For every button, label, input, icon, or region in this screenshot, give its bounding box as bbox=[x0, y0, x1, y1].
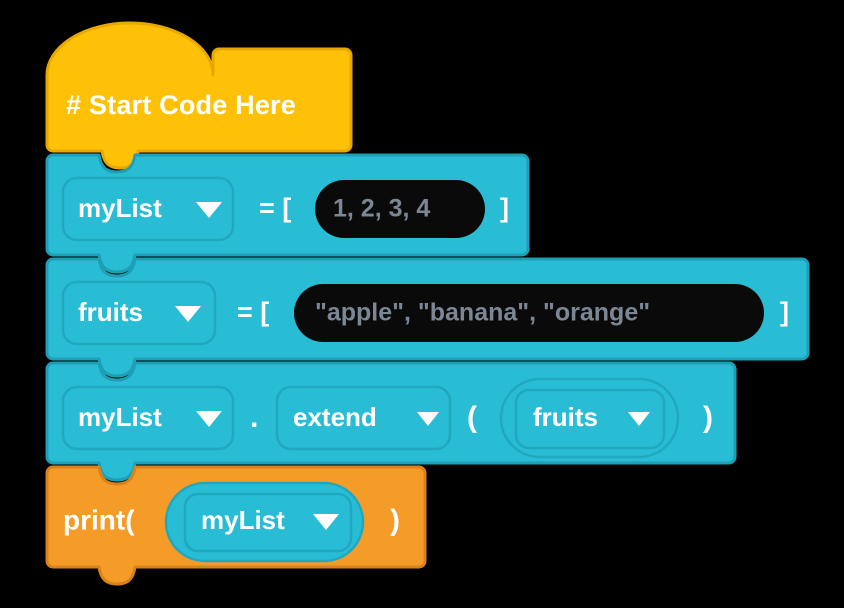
chevron-down-icon[interactable] bbox=[196, 411, 222, 427]
chevron-down-icon[interactable] bbox=[628, 412, 650, 426]
print-close-paren: ) bbox=[390, 504, 400, 537]
dropdown-value: extend bbox=[293, 402, 377, 432]
dropdown-value: myList bbox=[78, 193, 162, 223]
call-close-paren: ) bbox=[703, 401, 713, 434]
method-call-block[interactable]: myList . extend ( fruits ) bbox=[45, 361, 737, 482]
member-access-dot: . bbox=[250, 401, 258, 434]
dropdown-field-bg[interactable] bbox=[61, 385, 235, 451]
dropdown-field-bg[interactable] bbox=[61, 280, 217, 346]
assign-list-block-mylist[interactable]: myList = [ 1, 2, 3, 4 ] bbox=[45, 153, 530, 274]
reporter-dropdown-field-bg[interactable] bbox=[183, 492, 353, 553]
chevron-down-icon[interactable] bbox=[417, 412, 439, 426]
comment-hat-block[interactable]: # Start Code Here bbox=[45, 21, 353, 170]
dropdown-value: fruits bbox=[78, 297, 143, 327]
argument-reporter-fruits[interactable]: fruits bbox=[499, 377, 680, 459]
assign-list-block-fruits[interactable]: fruits = [ "apple", "banana", "orange" ] bbox=[45, 257, 810, 378]
chevron-down-icon[interactable] bbox=[175, 306, 201, 322]
assign-open-bracket: = [ bbox=[237, 297, 269, 327]
assign-close-bracket: ] bbox=[780, 297, 789, 327]
dropdown-value: fruits bbox=[533, 402, 598, 432]
argument-reporter-mylist[interactable]: myList bbox=[164, 481, 365, 563]
print-block[interactable]: print( myList ) bbox=[45, 465, 427, 586]
assign-open-bracket: = [ bbox=[259, 193, 291, 223]
variable-dropdown-mylist[interactable]: myList bbox=[61, 176, 235, 242]
input-field-value: "apple", "banana", "orange" bbox=[315, 299, 650, 327]
chevron-down-icon[interactable] bbox=[196, 202, 222, 218]
input-field-value: 1, 2, 3, 4 bbox=[333, 195, 430, 223]
dropdown-field-bg[interactable] bbox=[61, 176, 235, 242]
hat-block-label: # Start Code Here bbox=[66, 90, 296, 120]
input-field-bg[interactable] bbox=[315, 180, 485, 238]
reporter-dropdown-field-bg[interactable] bbox=[514, 388, 666, 450]
assign-close-bracket: ] bbox=[500, 193, 509, 223]
variable-dropdown-fruits[interactable]: fruits bbox=[61, 280, 217, 346]
chevron-down-icon[interactable] bbox=[313, 514, 339, 530]
dropdown-field-bg[interactable] bbox=[275, 385, 452, 451]
method-dropdown-extend[interactable]: extend bbox=[275, 385, 452, 451]
dropdown-value: myList bbox=[78, 402, 162, 432]
hat-block-shape[interactable] bbox=[45, 21, 353, 170]
dropdown-value: myList bbox=[201, 505, 285, 535]
call-open-paren: ( bbox=[467, 401, 477, 434]
print-keyword: print( bbox=[63, 504, 135, 535]
list-items-input[interactable]: 1, 2, 3, 4 bbox=[315, 180, 485, 238]
input-field-bg[interactable] bbox=[294, 284, 764, 342]
list-items-input[interactable]: "apple", "banana", "orange" bbox=[294, 284, 764, 342]
object-dropdown-mylist[interactable]: myList bbox=[61, 385, 235, 451]
